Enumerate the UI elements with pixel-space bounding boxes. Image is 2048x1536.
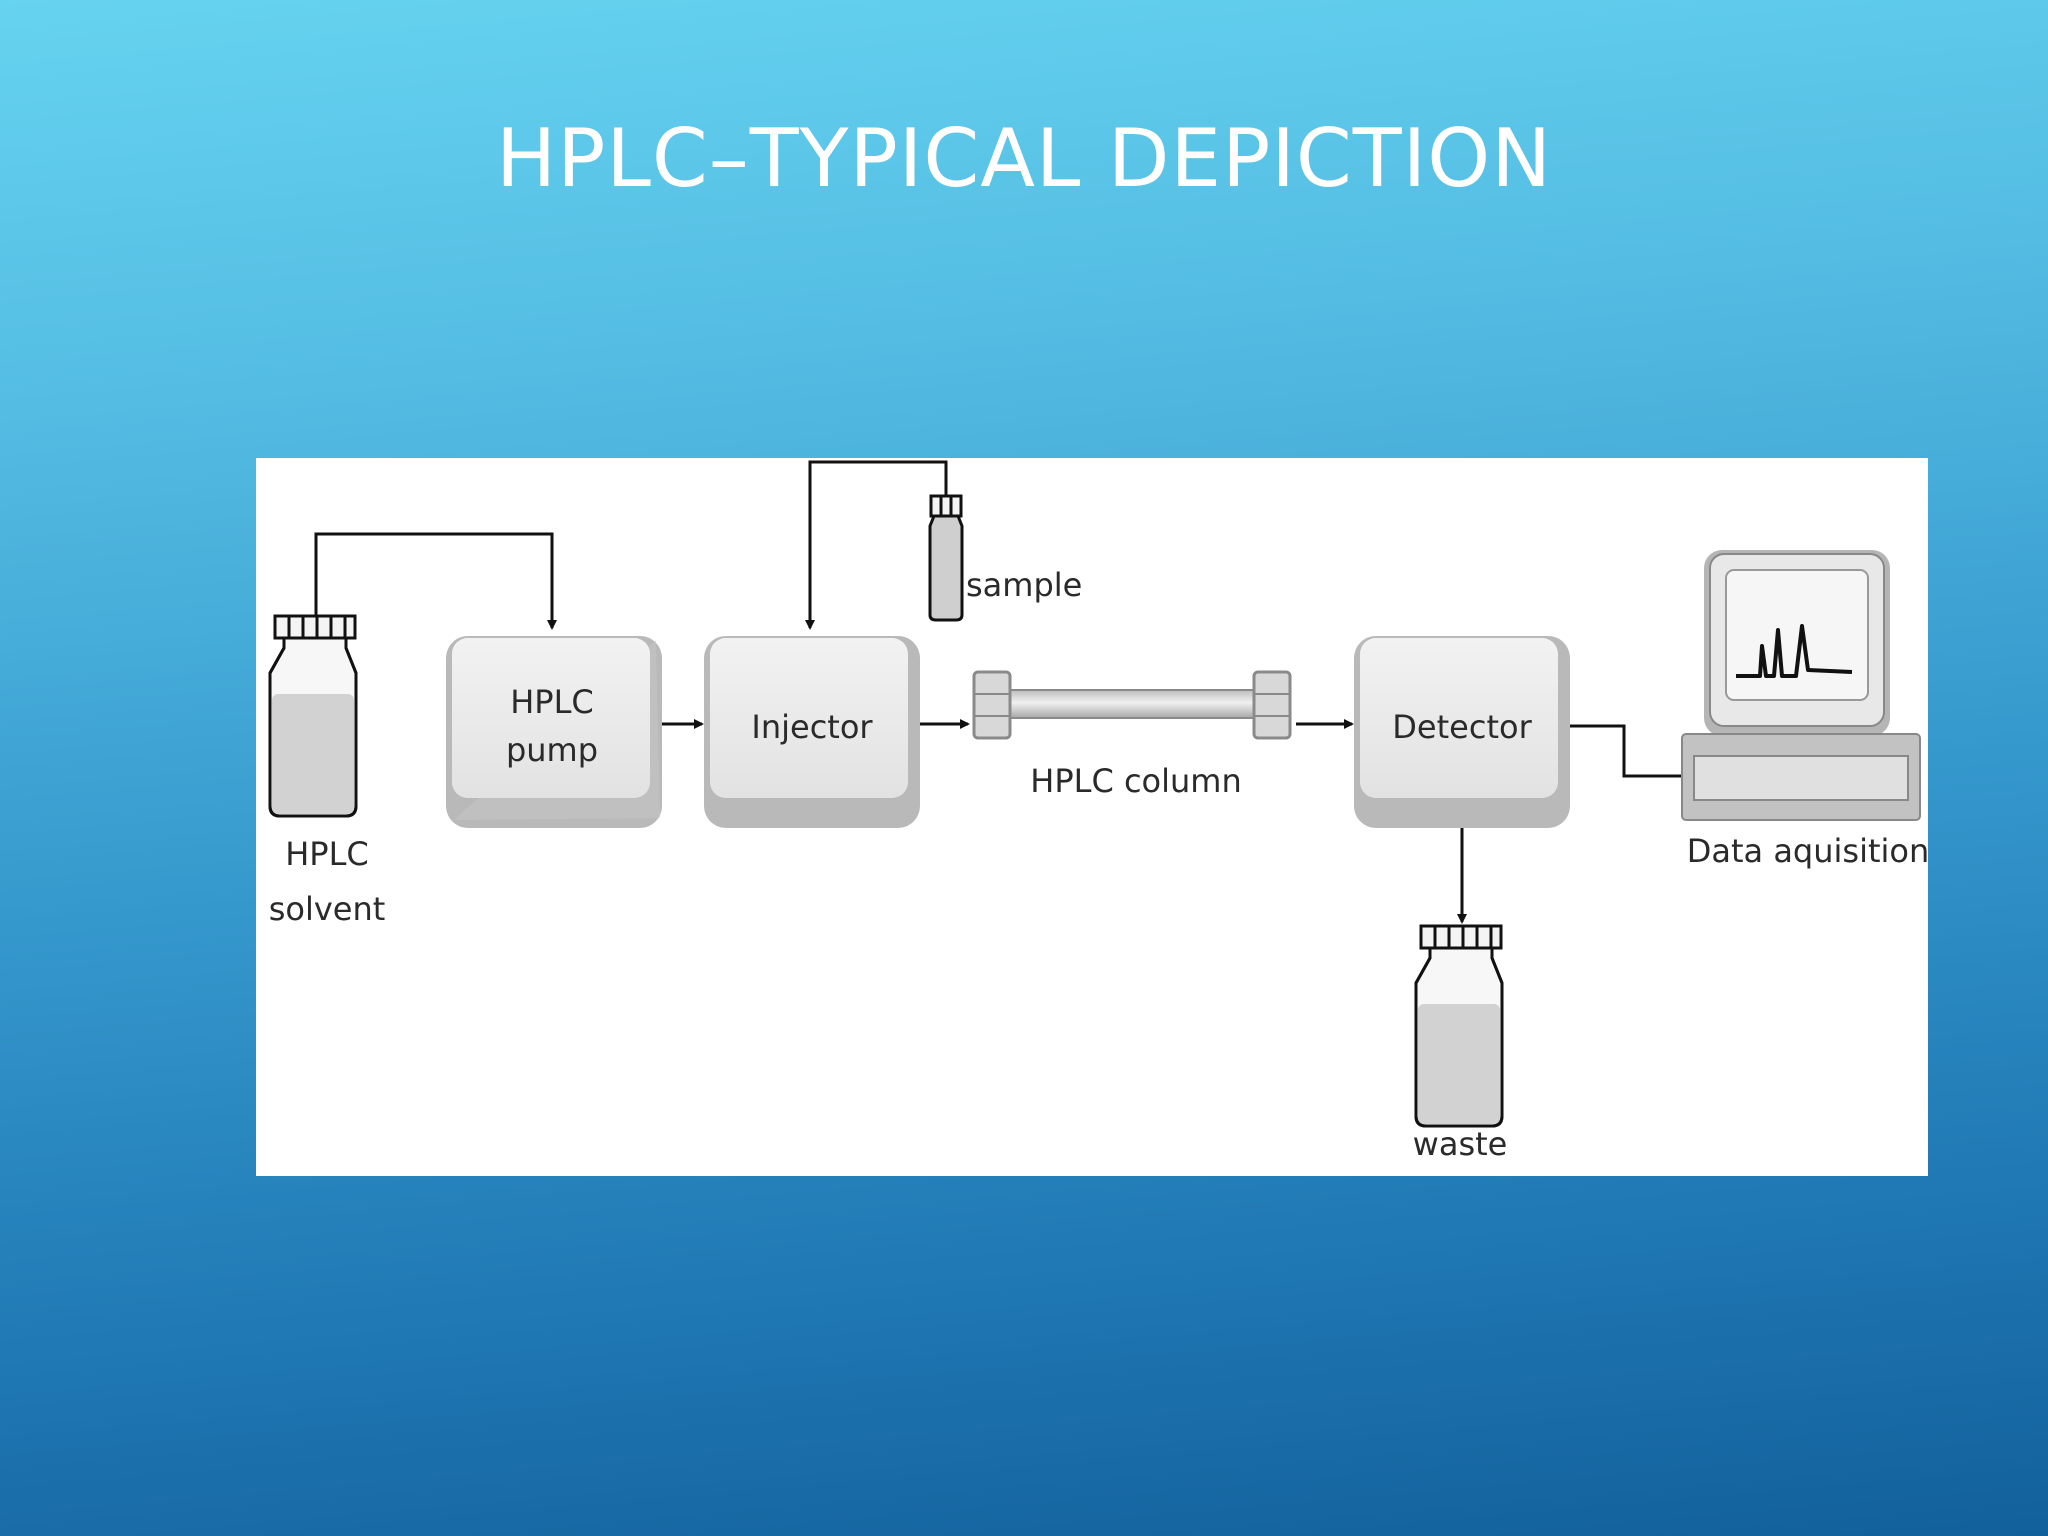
detector-label: Detector bbox=[1392, 708, 1532, 746]
hplc-diagram: HPLC solvent HPLC pump Injector sample bbox=[256, 458, 1928, 1176]
solvent-bottle-icon bbox=[268, 614, 358, 818]
column-label: HPLC column bbox=[1030, 762, 1242, 800]
data-acquisition-label: Data aquisition bbox=[1687, 832, 1928, 870]
solvent-label-line1: HPLC bbox=[285, 835, 369, 873]
solvent-label-line2: solvent bbox=[269, 890, 386, 928]
sample-to-injector-line bbox=[805, 460, 948, 630]
injector-label: Injector bbox=[751, 708, 873, 746]
detector-box bbox=[1354, 636, 1570, 828]
sample-label: sample bbox=[966, 566, 1082, 604]
sample-vial-icon bbox=[928, 494, 964, 622]
slide-title: HPLC–TYPICAL DEPICTION bbox=[495, 112, 1553, 205]
hplc-pump-box bbox=[446, 636, 662, 828]
pump-label-line1: HPLC bbox=[510, 683, 594, 721]
waste-label: waste bbox=[1413, 1125, 1508, 1163]
detector-to-computer-line bbox=[1569, 724, 1684, 778]
pump-label-line2: pump bbox=[506, 731, 598, 769]
injector-box bbox=[704, 636, 920, 828]
solvent-to-pump-line bbox=[314, 532, 557, 630]
chromatogram-icon bbox=[1736, 624, 1853, 678]
waste-bottle-icon bbox=[1414, 924, 1504, 1128]
hplc-column-icon bbox=[972, 670, 1292, 740]
flow-connections bbox=[314, 460, 1684, 924]
computer-icon bbox=[1681, 550, 1921, 821]
